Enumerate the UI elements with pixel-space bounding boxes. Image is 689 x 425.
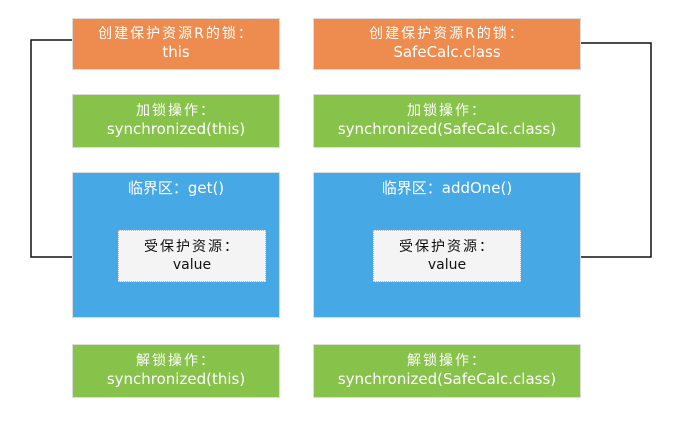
right-create-lock-label: 创建保护资源R的锁： xyxy=(369,25,525,42)
left-unlock-operation-label: 解锁操作： xyxy=(136,352,216,369)
right-unlock-operation-label: 解锁操作： xyxy=(407,352,487,369)
left-lock-operation-value: synchronized(this) xyxy=(106,120,246,139)
left-critical-section-label: 临界区：get() xyxy=(127,179,225,197)
right-unlock-operation-box: 解锁操作： synchronized(SafeCalc.class) xyxy=(313,344,581,398)
right-lock-operation-value: synchronized(SafeCalc.class) xyxy=(337,120,557,139)
left-create-lock-label: 创建保护资源R的锁： xyxy=(98,25,254,42)
left-lock-operation-box: 加锁操作： synchronized(this) xyxy=(72,94,280,148)
right-protected-resource-value: value xyxy=(427,257,467,273)
right-lock-operation-label: 加锁操作： xyxy=(407,102,487,119)
right-critical-section-label: 临界区：addOne() xyxy=(381,179,513,197)
left-create-lock-value: this xyxy=(162,43,190,62)
right-protected-resource-label: 受保护资源： xyxy=(399,238,495,255)
right-protected-resource: 受保护资源： value xyxy=(373,230,521,282)
right-lock-operation-box: 加锁操作： synchronized(SafeCalc.class) xyxy=(313,94,581,148)
left-lock-operation-label: 加锁操作： xyxy=(136,102,216,119)
left-unlock-operation-value: synchronized(this) xyxy=(106,370,246,389)
left-protected-resource: 受保护资源： value xyxy=(118,230,266,282)
right-unlock-operation-value: synchronized(SafeCalc.class) xyxy=(337,370,557,389)
right-create-lock-value: SafeCalc.class xyxy=(393,43,501,62)
right-critical-section: 临界区：addOne() xyxy=(313,172,581,318)
left-protected-resource-value: value xyxy=(172,257,212,273)
left-create-lock-box: 创建保护资源R的锁： this xyxy=(72,18,280,70)
left-protected-resource-label: 受保护资源： xyxy=(144,238,240,255)
left-unlock-operation-box: 解锁操作： synchronized(this) xyxy=(72,344,280,398)
right-lock-to-resource-arrow xyxy=(520,42,652,261)
right-create-lock-box: 创建保护资源R的锁： SafeCalc.class xyxy=(313,18,581,70)
